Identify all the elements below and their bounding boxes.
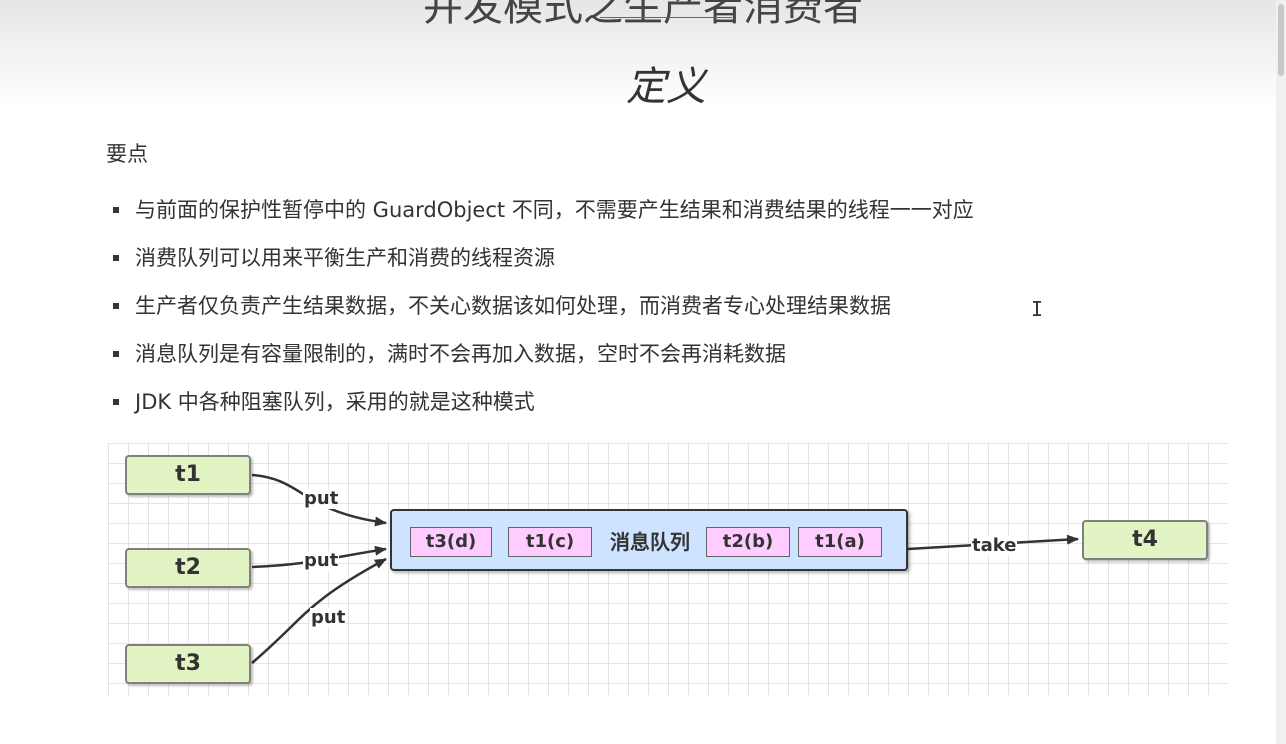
point-text: 生产者仅负责产生结果数据，不关心数据该如何处理，而消费者专心处理结果数据 bbox=[135, 294, 891, 318]
producer-consumer-diagram: t1 t2 t3 t4 t3(d) t1(c) 消息队列 t2(b) t1(a)… bbox=[108, 443, 1228, 695]
slide-header-band bbox=[0, 0, 1286, 110]
scrollbar-thumb[interactable] bbox=[1278, 4, 1284, 76]
queue-item: t3(d) bbox=[410, 527, 492, 557]
list-item: 生产者仅负责产生结果数据，不关心数据该如何处理，而消费者专心处理结果数据 bbox=[110, 286, 974, 334]
vertical-scrollbar[interactable] bbox=[1276, 0, 1286, 744]
square-bullet-icon bbox=[113, 207, 119, 213]
take-label: take bbox=[971, 535, 1018, 556]
list-item: 消费队列可以用来平衡生产和消费的线程资源 bbox=[110, 238, 974, 286]
point-text: 消息队列是有容量限制的，满时不会再加入数据，空时不会再消耗数据 bbox=[135, 342, 786, 366]
section-title: 定义 bbox=[626, 64, 706, 110]
list-item: 消息队列是有容量限制的，满时不会再加入数据，空时不会再消耗数据 bbox=[110, 334, 974, 382]
producer-thread-t1: t1 bbox=[125, 455, 251, 495]
slide-title-cut-off: 并发模式之生产者消费者 bbox=[423, 0, 863, 30]
point-text: 与前面的保护性暂停中的 GuardObject 不同，不需要产生结果和消费结果的… bbox=[135, 198, 974, 222]
square-bullet-icon bbox=[113, 255, 119, 261]
producer-thread-t2: t2 bbox=[125, 548, 251, 588]
key-points-heading: 要点 bbox=[106, 142, 148, 166]
put-label-t3: put bbox=[310, 607, 347, 628]
key-points-list: 与前面的保护性暂停中的 GuardObject 不同，不需要产生结果和消费结果的… bbox=[110, 190, 974, 430]
queue-item: t2(b) bbox=[706, 527, 790, 557]
queue-item: t1(c) bbox=[508, 527, 592, 557]
square-bullet-icon bbox=[113, 303, 119, 309]
text-cursor-icon: I bbox=[1031, 297, 1044, 321]
put-label-t2: put bbox=[303, 550, 340, 571]
producer-thread-t3: t3 bbox=[125, 644, 251, 684]
queue-item: t1(a) bbox=[798, 527, 882, 557]
queue-label: 消息队列 bbox=[610, 530, 690, 554]
consumer-thread-t4: t4 bbox=[1082, 520, 1208, 560]
title-underline bbox=[600, 17, 732, 18]
put-arrow-t3 bbox=[251, 557, 387, 664]
square-bullet-icon bbox=[113, 351, 119, 357]
list-item: JDK 中各种阻塞队列，采用的就是这种模式 bbox=[110, 382, 974, 430]
point-text: 消费队列可以用来平衡生产和消费的线程资源 bbox=[135, 246, 555, 270]
square-bullet-icon bbox=[113, 399, 119, 405]
message-queue: t3(d) t1(c) 消息队列 t2(b) t1(a) bbox=[390, 509, 908, 571]
point-text: JDK 中各种阻塞队列，采用的就是这种模式 bbox=[135, 390, 535, 414]
put-label-t1: put bbox=[303, 488, 340, 509]
list-item: 与前面的保护性暂停中的 GuardObject 不同，不需要产生结果和消费结果的… bbox=[110, 190, 974, 238]
